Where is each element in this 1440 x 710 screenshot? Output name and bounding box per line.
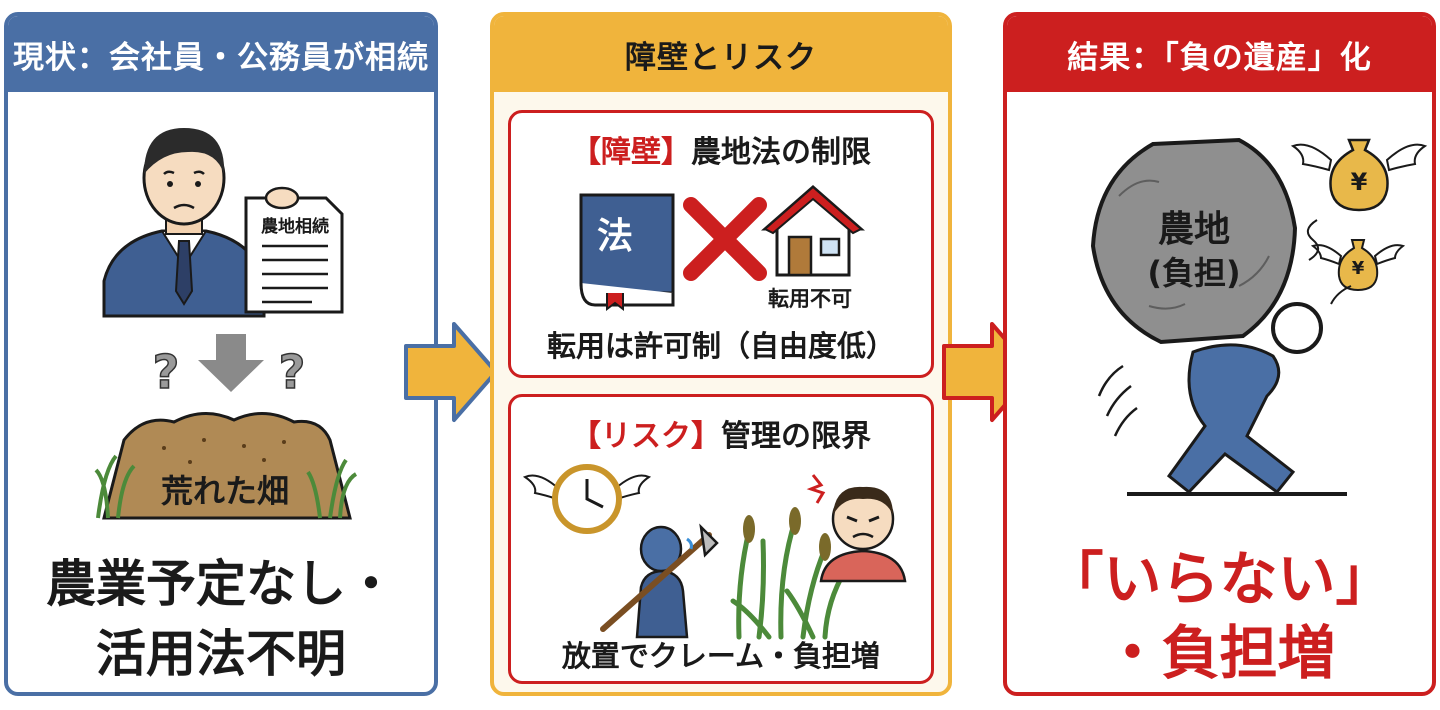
barriers-risks-title: 障壁とリスク <box>494 16 948 92</box>
down-arrow-icon <box>198 334 264 392</box>
result-panel: 結果：「負の遺産」化 ¥ ¥ 農地 (負担) 「 <box>1003 12 1436 696</box>
boulder-label-line-2: (負担) <box>1147 254 1241 292</box>
boulder-icon: 農地 (負担) <box>1089 136 1299 346</box>
prohibited-x-icon <box>683 197 767 281</box>
flying-clock-icon <box>522 464 652 534</box>
current-situation-title: 現状：会社員・公務員が相続 <box>8 16 434 92</box>
office-worker-icon <box>102 128 266 318</box>
boulder-label-line-1: 農地 <box>1157 209 1230 250</box>
barrier-title: 農地法の制限 <box>691 135 871 170</box>
current-situation-panel: 現状：会社員・公務員が相続 農地相続 ? ? <box>4 12 438 696</box>
summary-line-2: 活用法不明 <box>96 625 346 683</box>
burdened-person-icon <box>1097 302 1347 496</box>
inheritance-document-icon: 農地相続 <box>242 186 346 316</box>
law-book-icon: 法 <box>577 185 681 311</box>
tired-farmer-icon <box>600 523 719 639</box>
angry-neighbor-icon <box>806 474 907 583</box>
flying-money-bag-icon: ¥ <box>1310 228 1406 294</box>
motion-lines-icon <box>1306 219 1352 305</box>
result-title: 結果：「負の遺産」化 <box>1007 16 1432 92</box>
barrier-box: 【障壁】農地法の制限 法 転用不可 転用は許可制（自由度低） <box>508 110 934 378</box>
risk-title: 管理の限界 <box>721 419 871 454</box>
barrier-caption: 転用は許可制（自由度低） <box>546 329 895 363</box>
document-label: 農地相続 <box>261 217 329 237</box>
svg-text:?: ? <box>153 345 180 399</box>
summary-line-1: 農業予定なし・ <box>46 555 396 613</box>
law-book-label: 法 <box>597 216 634 257</box>
yen-symbol-label: ¥ <box>1350 168 1368 196</box>
no-conversion-label: 転用不可 <box>768 287 852 311</box>
barriers-risks-panel: 障壁とリスク 【障壁】農地法の制限 法 転用不可 転用は許可制（自由度低） <box>490 12 952 696</box>
question-mark-icon: ? <box>278 344 306 400</box>
field-label: 荒れた畑 <box>160 472 289 510</box>
flying-money-bag-icon: ¥ <box>1290 120 1428 212</box>
overgrown-weeds-icon <box>730 507 848 640</box>
house-icon <box>761 185 865 277</box>
risk-caption: 放置でクレーム・負担増 <box>561 639 881 673</box>
conclusion-line-2: ・負担増 <box>1103 619 1336 687</box>
yen-symbol-label: ¥ <box>1351 258 1365 279</box>
question-mark-icon: ? <box>152 344 180 400</box>
barrier-tag: 【障壁】 <box>571 135 691 170</box>
risk-box: 【リスク】管理の限界 <box>508 394 934 684</box>
flow-arrow-icon <box>404 322 498 422</box>
conclusion-line-1: 「いらない」 <box>1045 545 1394 613</box>
abandoned-field-illustration: 荒れた畑 <box>94 400 358 522</box>
svg-text:?: ? <box>279 345 306 399</box>
risk-tag: 【リスク】 <box>571 419 721 454</box>
